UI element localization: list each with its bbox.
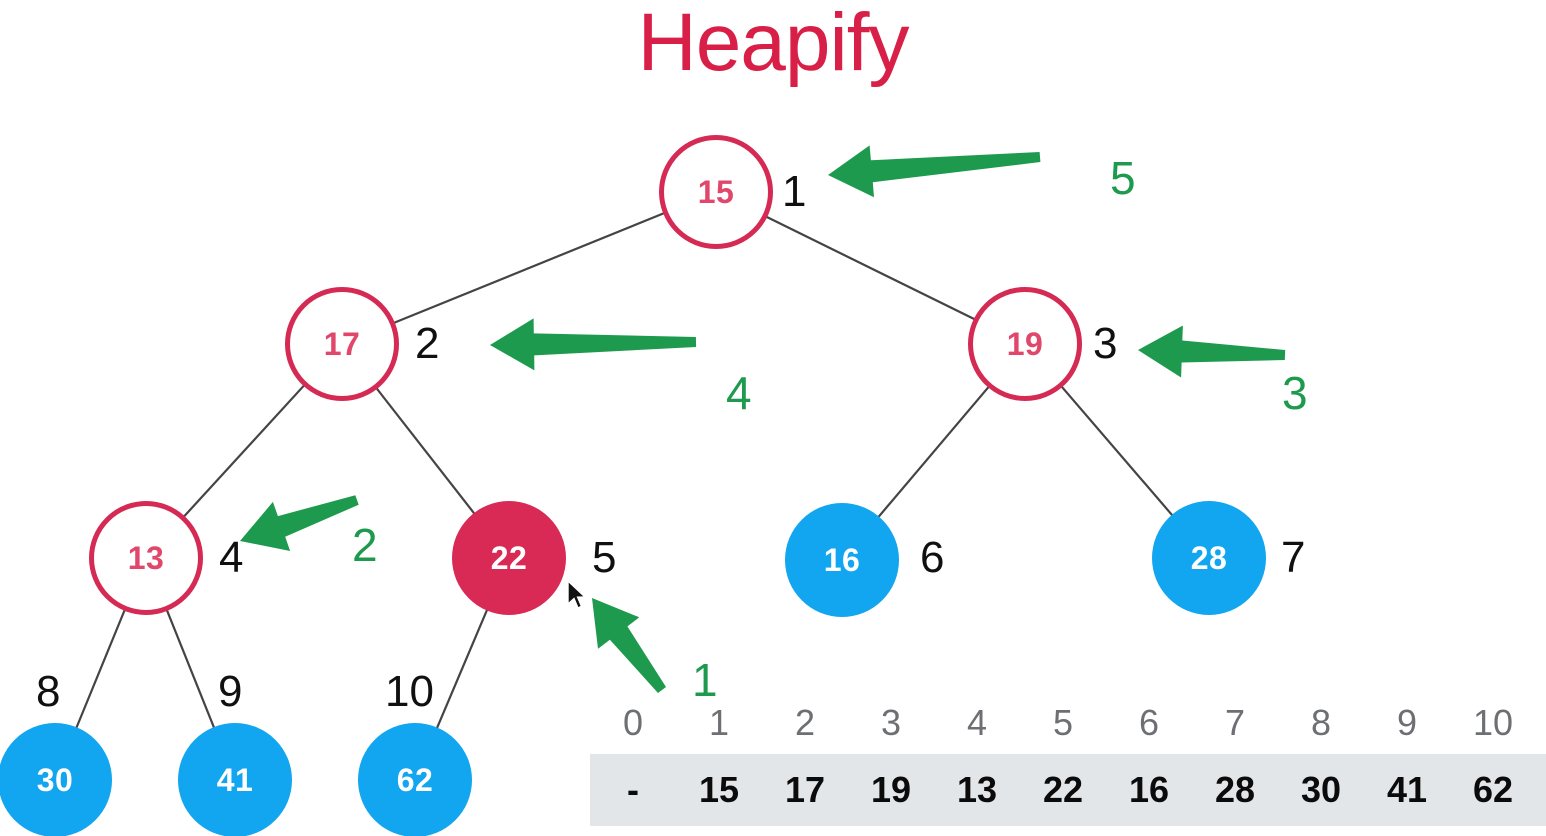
tree-edge xyxy=(764,215,977,321)
table-index-header-row: 0 1 2 3 4 5 6 7 8 9 10 xyxy=(590,697,1546,754)
table-index-cell: 5 xyxy=(1052,702,1074,743)
mouse-pointer-icon xyxy=(567,580,587,609)
node-index-label-10: 10 xyxy=(385,667,434,716)
annotation-arrow-5 xyxy=(828,145,1041,198)
table-value-cell[interactable]: 13 xyxy=(956,769,998,810)
annotation-arrow-3 xyxy=(1138,325,1286,378)
table-value-cell[interactable]: 30 xyxy=(1300,769,1342,810)
table-index-cell: 9 xyxy=(1396,702,1418,743)
table-index-cell: 1 xyxy=(708,702,730,743)
table-value-cell[interactable]: 22 xyxy=(1042,769,1084,810)
table-value-cell[interactable]: 16 xyxy=(1128,769,1170,810)
table-index-cell: 6 xyxy=(1138,702,1160,743)
tree-node-19[interactable]: 19 xyxy=(968,287,1082,401)
node-index-label-7: 7 xyxy=(1281,533,1306,582)
node-index-label-3: 3 xyxy=(1093,319,1118,368)
table-index-cell: 10 xyxy=(1472,702,1514,743)
table-value-cell[interactable]: 19 xyxy=(870,769,912,810)
annotation-step-label-1: 1 xyxy=(692,654,718,706)
tree-edge xyxy=(1060,384,1174,518)
tree-node-62[interactable]: 62 xyxy=(358,723,472,836)
table-index-cell: 8 xyxy=(1310,702,1332,743)
tree-node-41[interactable]: 41 xyxy=(178,723,292,836)
tree-node-17[interactable]: 17 xyxy=(285,287,399,401)
table-index-cell: 4 xyxy=(966,702,988,743)
table-value-row: - 15 17 19 13 22 16 28 30 41 62 xyxy=(590,754,1546,826)
tree-edge xyxy=(74,608,127,730)
node-index-label-4: 4 xyxy=(219,533,244,582)
table-value-cell[interactable]: 41 xyxy=(1386,769,1428,810)
tree-node-28[interactable]: 28 xyxy=(1152,501,1266,615)
page-title: Heapify xyxy=(637,0,909,88)
node-index-label-9: 9 xyxy=(218,667,243,716)
table-index-cell: 2 xyxy=(794,702,816,743)
node-index-label-2: 2 xyxy=(415,319,440,368)
annotation-step-label-5: 5 xyxy=(1110,152,1136,204)
annotation-arrow-1 xyxy=(592,598,666,693)
annotation-step-label-4: 4 xyxy=(726,367,752,419)
tree-node-16[interactable]: 16 xyxy=(785,503,899,617)
table-index-cell: 7 xyxy=(1224,702,1246,743)
tree-edge xyxy=(374,386,477,516)
table-value-cell[interactable]: 28 xyxy=(1214,769,1256,810)
tree-node-13[interactable]: 13 xyxy=(89,501,203,615)
table-index-cell: 0 xyxy=(622,702,644,743)
table-value-cell[interactable]: 62 xyxy=(1472,769,1514,810)
table-value-cell[interactable]: 15 xyxy=(698,769,740,810)
array-representation-table: 0 1 2 3 4 5 6 7 8 9 10 - 15 17 19 13 22 16 28 30 41 62 xyxy=(590,697,1546,836)
annotation-arrow-4 xyxy=(490,318,697,371)
tree-edge xyxy=(876,385,991,519)
node-index-label-5: 5 xyxy=(592,533,617,582)
annotation-step-label-2: 2 xyxy=(352,519,378,571)
tree-node-15[interactable]: 15 xyxy=(659,135,773,249)
tree-node-22[interactable]: 22 xyxy=(452,501,566,615)
table-value-cell[interactable]: 17 xyxy=(784,769,826,810)
annotation-arrow-2 xyxy=(240,495,359,551)
annotation-step-label-3: 3 xyxy=(1282,367,1308,419)
tree-edge xyxy=(435,608,489,730)
node-index-label-6: 6 xyxy=(920,533,945,582)
node-index-label-8: 8 xyxy=(36,667,61,716)
tree-edge xyxy=(392,211,666,325)
table-value-cell[interactable]: - xyxy=(627,769,639,810)
node-index-label-1: 1 xyxy=(782,167,807,216)
tree-edge xyxy=(182,383,306,519)
table-index-cell: 3 xyxy=(880,702,902,743)
tree-edge xyxy=(165,608,216,730)
tree-node-30[interactable]: 30 xyxy=(0,723,112,836)
